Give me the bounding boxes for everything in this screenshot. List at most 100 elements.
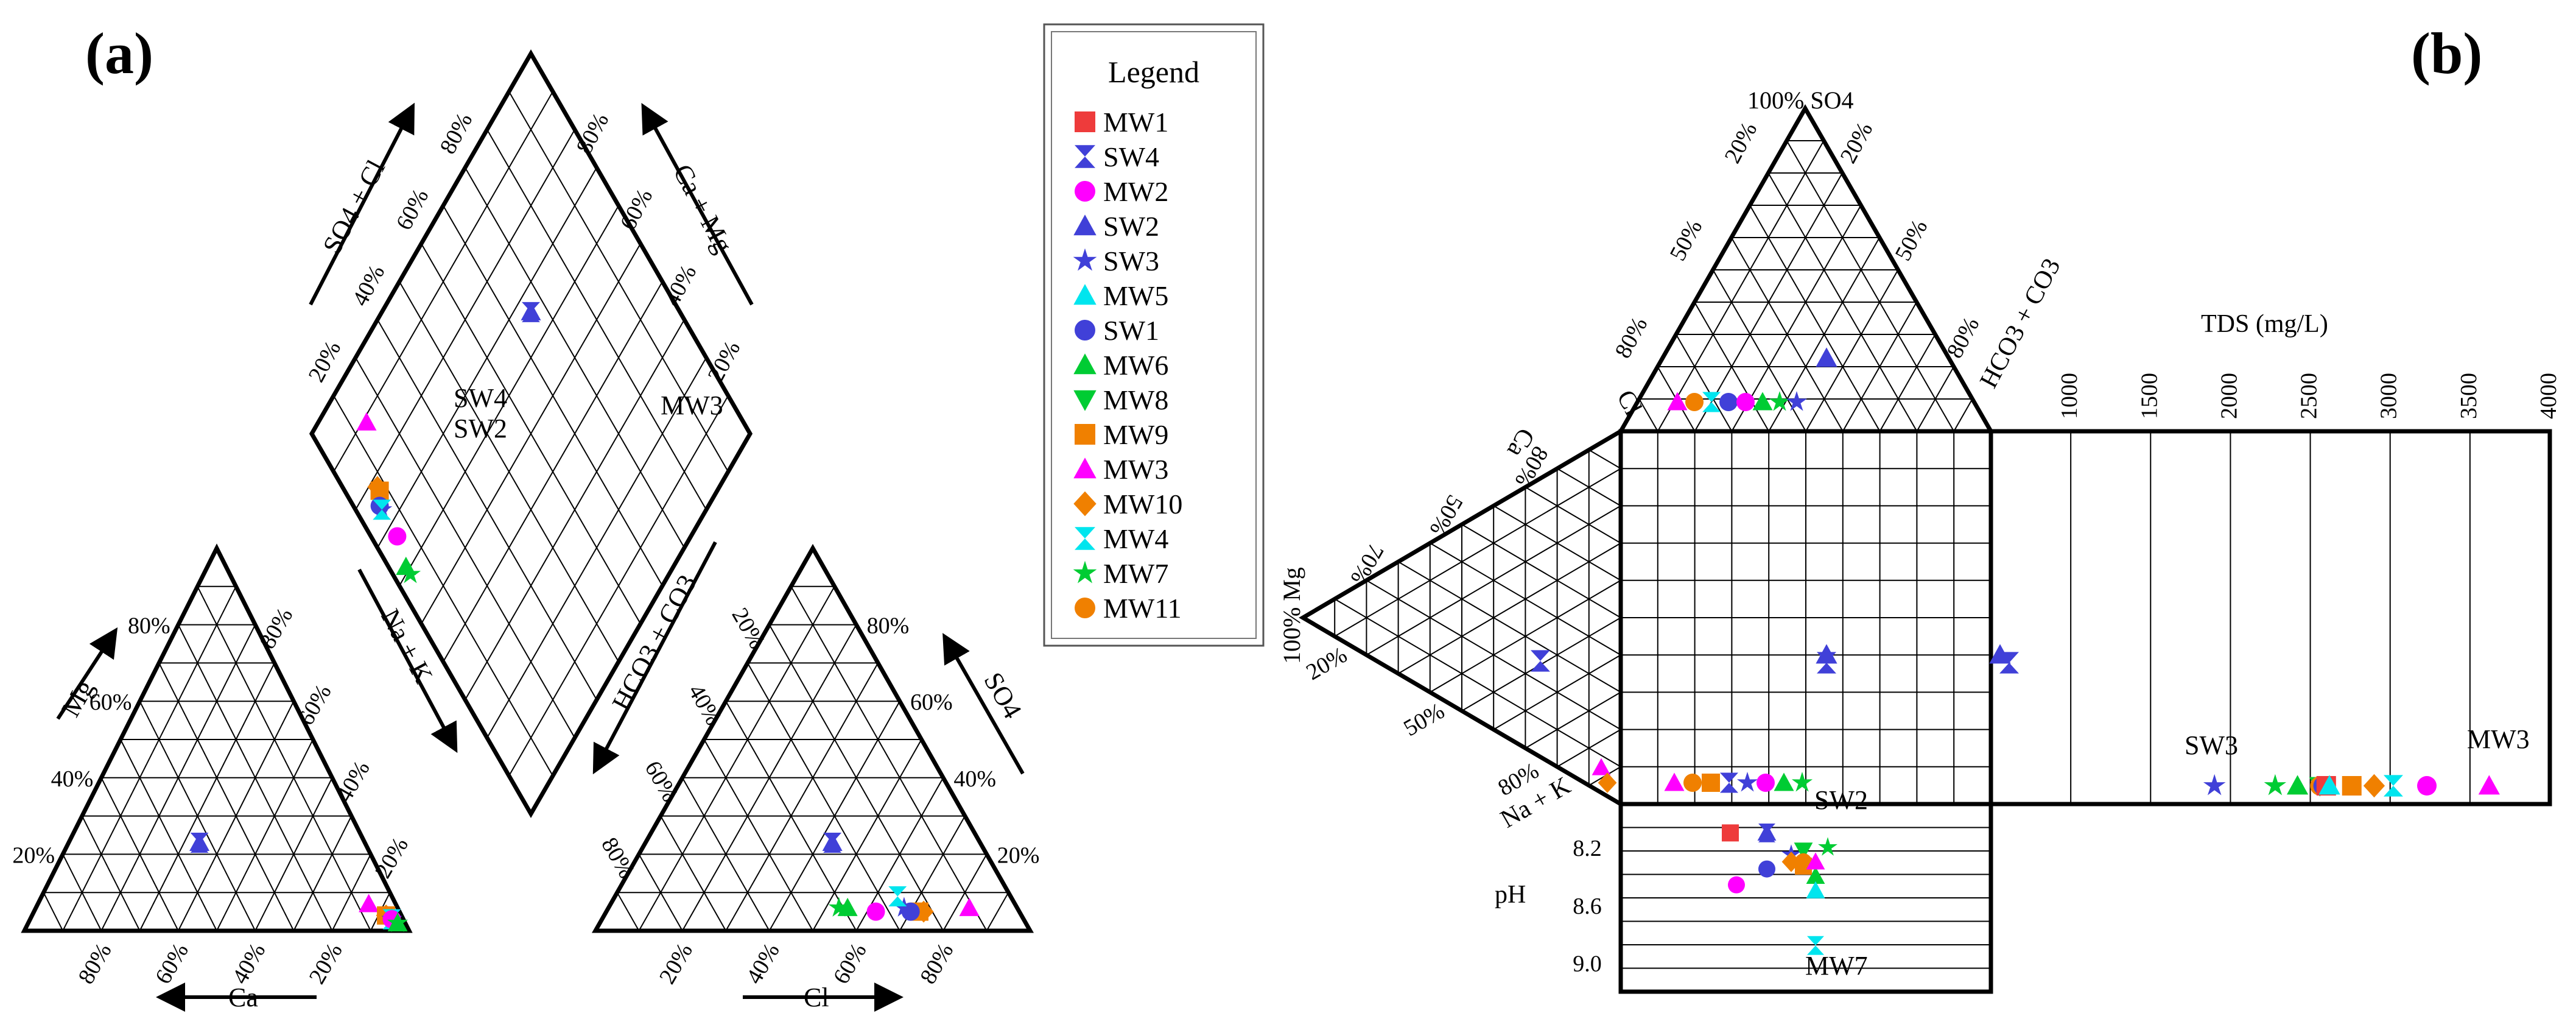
marker-MW6 <box>2286 775 2309 795</box>
annotation-sw4: SW4 <box>454 383 507 413</box>
piper-diamond-gridline <box>465 319 685 701</box>
axis-label-so4: SO4 <box>978 668 1028 724</box>
durov-mg-tick: 20% <box>1302 642 1351 685</box>
diamond-right-tick: 40% <box>659 261 702 310</box>
cation-triangle-gridline <box>293 816 353 931</box>
anion-triangle-gridline <box>681 624 857 931</box>
durov-so4-left-tick: 80% <box>1610 313 1653 362</box>
marker-SW4 <box>1758 823 1775 842</box>
so4-axis-arrow <box>942 633 1025 775</box>
marker-MW7 <box>2264 774 2287 796</box>
cation-mg-tick: 80% <box>128 613 170 639</box>
legend-label-sw2: SW2 <box>1103 211 1159 242</box>
marker-MW10 <box>1598 772 1617 793</box>
durov-so4-right-tick: 20% <box>1836 118 1878 168</box>
anion-so4-tick: 20% <box>997 842 1040 868</box>
anion-triangle-gridline <box>768 624 944 931</box>
marker-SW2 <box>521 302 541 320</box>
marker-MW3 <box>1664 772 1685 791</box>
cation-nak-tick: 80% <box>254 604 298 653</box>
durov-cation-triangle-gridline <box>1366 579 1621 730</box>
cation-triangle-gridline <box>139 662 275 931</box>
cation-triangle-gridline <box>43 892 64 931</box>
cation-triangle-frame <box>21 543 413 933</box>
cation-triangle-gridline <box>197 586 371 931</box>
legend-box-inner <box>1051 31 1257 639</box>
legend-label-mw10: MW10 <box>1103 489 1182 520</box>
cation-ca-tick: 60% <box>150 939 194 988</box>
axis-label-nak: Na + K <box>375 604 438 688</box>
marker-MW5 <box>1806 881 1825 898</box>
annotation-sw2: SW2 <box>454 414 507 443</box>
marker-MW4 <box>373 499 391 520</box>
legend-marker-sw2 <box>1073 214 1097 236</box>
legend-marker-mw7 <box>1073 560 1097 584</box>
legend-marker-mw6 <box>1073 353 1097 375</box>
diamond-right-tick: 20% <box>703 337 746 386</box>
cation-ca-tick: 20% <box>304 939 348 988</box>
durov-anion-triangle-gridline <box>1767 172 1918 432</box>
camg-axis-arrow <box>641 102 754 306</box>
marker-SW2 <box>1989 644 2011 664</box>
durov-anion-triangle-gridline <box>1638 398 1658 432</box>
durov-cation-triangle-gridline <box>1398 561 1621 693</box>
durov-cation-triangle-gridline <box>1334 468 1621 637</box>
durov-cation-triangle-gridline <box>1461 524 1621 618</box>
durov-anion-triangle-gridline <box>1694 172 1843 432</box>
anion-triangle-gridline <box>986 892 1009 931</box>
ph-tick-label: 9.0 <box>1573 951 1602 977</box>
ph-tick-label: 8.2 <box>1573 836 1602 861</box>
durov-cation-triangle-gridline <box>1398 542 1621 674</box>
durov-ca-tick: 70% <box>1346 539 1389 588</box>
legend-marker-mw1 <box>1075 111 1095 132</box>
piper-diamond-gridline <box>486 357 707 738</box>
durov-cation-triangle-gridline <box>1366 505 1621 656</box>
marker-SW3 <box>2203 774 2226 796</box>
durov-cation-triangle-gridline <box>1588 449 1621 470</box>
cation-mg-tick: 60% <box>89 690 132 715</box>
anion-triangle-gridline <box>812 739 922 931</box>
piper-diamond-gridline <box>465 167 685 548</box>
cation-nak-tick: 60% <box>293 680 336 730</box>
tds-frame <box>1988 429 2552 806</box>
legend-marker-mw8 <box>1073 390 1097 411</box>
cation-nak-tick: 40% <box>332 757 375 806</box>
anion-cl-tick: 40% <box>742 939 785 988</box>
anion-cl-tick: 80% <box>915 939 958 988</box>
marker-SW4 <box>1720 772 1738 793</box>
axis-label-ph: pH <box>1495 881 1526 909</box>
durov-so4-left-tick: 50% <box>1665 216 1708 265</box>
marker-MW7 <box>828 897 849 917</box>
piper-diamond-gridline <box>508 395 729 777</box>
annotation-b-sw2: SW2 <box>1814 785 1868 815</box>
diamond-right-tick: 80% <box>572 109 614 158</box>
marker-SW4 <box>1999 652 2019 674</box>
marker-MW10 <box>2363 774 2385 798</box>
marker-SW2 <box>822 833 843 852</box>
marker-SW2 <box>1816 347 1837 367</box>
anion-cl-tick: 60% <box>828 939 871 988</box>
anion-triangle-gridline <box>616 892 640 931</box>
axis-label-cl: Cl <box>804 983 829 1012</box>
legend-label-mw9: MW9 <box>1103 419 1168 450</box>
legend-marker-mw2 <box>1075 181 1095 202</box>
legend-label-mw2: MW2 <box>1103 176 1168 207</box>
annotation-mw3: MW3 <box>661 390 723 420</box>
cation-ca-tick: 80% <box>73 939 116 988</box>
axis-label-camg: Ca + Mg <box>667 160 739 258</box>
durov-anion-triangle-gridline <box>1657 140 1825 432</box>
annotation-b-sw3: SW3 <box>2185 730 2238 760</box>
marker-MW1 <box>1722 824 1739 842</box>
legend-marker-sw4 <box>1075 145 1095 168</box>
marker-MW4 <box>2383 775 2403 797</box>
data-markers <box>189 302 2500 955</box>
marker-MW2 <box>1728 876 1745 894</box>
anion-triangle-gridline <box>747 662 900 931</box>
anion-triangle-gridline <box>725 662 879 931</box>
marker-SW1 <box>1758 860 1775 878</box>
durov-anion-triangle-gridline <box>1953 398 1973 432</box>
legend-marker-mw5 <box>1073 284 1097 305</box>
marker-MW4 <box>1702 392 1721 412</box>
diamond-left-tick: 40% <box>348 261 390 310</box>
